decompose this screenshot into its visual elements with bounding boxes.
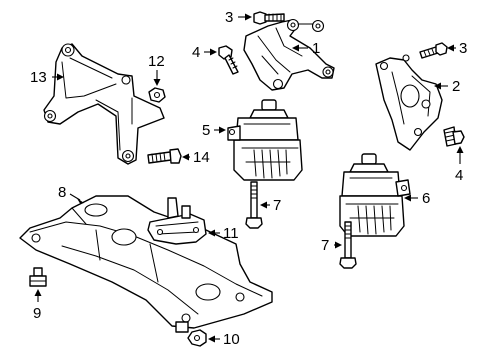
bracket-2-part xyxy=(375,54,443,151)
arrow-12 xyxy=(153,79,161,86)
callout-6: 6 xyxy=(422,190,430,207)
arrow-2 xyxy=(434,82,441,90)
callout-4-left: 4 xyxy=(192,44,200,61)
bracket-11-part xyxy=(147,197,207,245)
nut-9-part xyxy=(29,267,47,287)
callout-7-lower: 7 xyxy=(321,237,329,254)
engine-mount-6-part xyxy=(339,153,411,237)
arrow-6 xyxy=(404,194,411,202)
bracket-1-part xyxy=(243,18,335,91)
callout-10: 10 xyxy=(223,331,240,348)
arrow-10 xyxy=(208,335,215,343)
leader-lines xyxy=(34,13,464,343)
nut-12-part xyxy=(148,87,166,103)
arrow-1 xyxy=(292,44,299,52)
callout-12: 12 xyxy=(148,53,165,70)
callout-11: 11 xyxy=(223,225,239,242)
callout-9: 9 xyxy=(33,305,41,322)
bolt-7-lower-part xyxy=(339,221,357,269)
bolt-14-part xyxy=(147,148,182,164)
bolt-4-right-part xyxy=(443,126,465,147)
callout-13: 13 xyxy=(30,69,47,86)
bolt-4-left-part xyxy=(218,45,239,75)
callout-labels: 1 2 3 3 4 4 5 6 7 7 8 9 10 11 12 13 14 xyxy=(30,9,467,348)
bolt-3-right-part xyxy=(419,42,448,59)
callout-1: 1 xyxy=(312,40,320,57)
arrow-14 xyxy=(182,153,189,161)
arrow-8 xyxy=(76,197,84,204)
engine-mount-5-part xyxy=(227,99,303,181)
callout-3-top: 3 xyxy=(225,9,233,26)
arrow-13 xyxy=(57,73,64,81)
arrow-11 xyxy=(208,229,215,237)
arrow-4-right xyxy=(456,146,464,153)
arrow-3-top xyxy=(245,13,252,21)
callout-4-right: 4 xyxy=(455,167,463,184)
arrow-3-right xyxy=(447,44,454,52)
arrow-7-lower xyxy=(335,241,342,249)
arrow-5 xyxy=(219,126,226,134)
bolt-7-upper-part xyxy=(245,181,263,229)
arrow-9 xyxy=(34,289,42,296)
leader-8 xyxy=(69,193,81,201)
bracket-13-part xyxy=(43,43,165,165)
callout-7-upper: 7 xyxy=(273,197,281,214)
arrow-4-left xyxy=(210,48,217,56)
nut-10-part xyxy=(187,329,207,347)
callout-5: 5 xyxy=(202,122,210,139)
crossmember-8-part xyxy=(19,195,273,333)
callout-14: 14 xyxy=(193,149,210,166)
callout-3-right: 3 xyxy=(459,40,467,57)
arrow-7-upper xyxy=(260,201,267,209)
callout-2: 2 xyxy=(452,78,460,95)
callout-8: 8 xyxy=(58,184,66,201)
